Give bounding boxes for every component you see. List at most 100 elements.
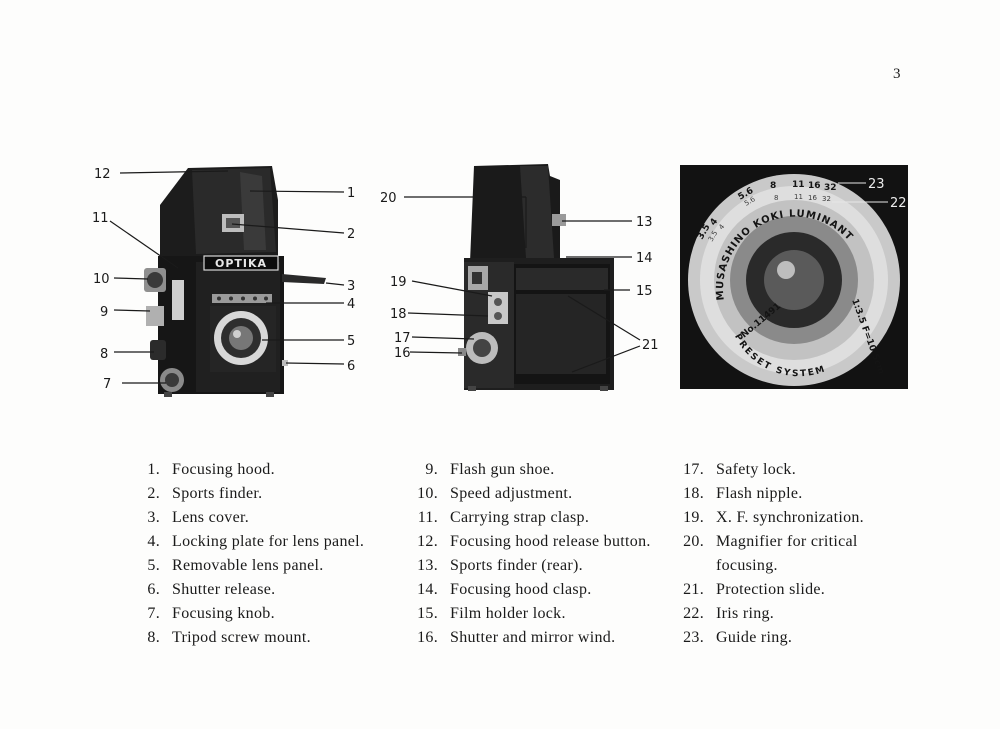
legend-item: 16. Shutter and mirror wind.: [406, 626, 666, 650]
callout-8: 8: [100, 347, 108, 362]
legend-text: Magnifier for critical focusing.: [716, 533, 858, 574]
legend-item: 7. Focusing knob.: [128, 602, 378, 626]
legend-text: Sports finder.: [172, 485, 263, 502]
callout-7: 7: [103, 377, 111, 392]
legend-text: Tripod screw mount.: [172, 629, 311, 646]
callout-23: 23: [868, 177, 885, 192]
legend-number: 11.: [417, 509, 438, 526]
legend-item: 8. Tripod screw mount.: [128, 626, 378, 650]
callout-5: 5: [347, 334, 355, 349]
scale-inner-4: 8: [774, 194, 778, 202]
legend-number: 5.: [147, 557, 160, 574]
scale-outer-6: 16: [808, 181, 821, 191]
callout-1: 1: [347, 186, 355, 201]
callout-13: 13: [636, 215, 653, 230]
scale-inner-7: 32: [822, 195, 831, 203]
figures: OPTIKA: [92, 164, 908, 397]
lens-callouts: 23 22: [868, 177, 907, 211]
legend-text: Flash gun shoe.: [450, 461, 555, 478]
legend-text: Shutter release.: [172, 581, 276, 598]
legend-number: 13.: [417, 557, 438, 574]
scale-inner-6: 16: [808, 194, 817, 202]
page-number: 3: [893, 66, 901, 82]
legend-number: 9.: [425, 461, 438, 478]
legend-column-1: 1.Focusing hood. 2. Sports finder. 3. Lens…: [128, 458, 378, 650]
scale-outer-7: 32: [824, 183, 837, 193]
legend-number: 4.: [147, 533, 160, 550]
scale-outer-2: 4: [708, 217, 720, 228]
legend-number: 12.: [417, 533, 438, 550]
legend-number: 10.: [417, 485, 438, 502]
callout-2: 2: [347, 227, 355, 242]
legend-item: 12. Focusing hood release button.: [406, 530, 666, 554]
legend-number: 14.: [417, 581, 438, 598]
legend-item: 9. Flash gun shoe.: [406, 458, 666, 482]
camera-front-figure: OPTIKA: [144, 166, 326, 397]
legend-text: Lens cover.: [172, 509, 250, 526]
legend-text: Guide ring.: [716, 629, 793, 646]
legend-item: 23. Guide ring.: [672, 626, 902, 650]
legend-item: 1.Focusing hood.: [128, 458, 378, 482]
callout-18: 18: [390, 307, 407, 322]
legend-text: Locking plate for lens panel.: [172, 533, 365, 550]
callout-3: 3: [347, 279, 355, 294]
legend-text: Sports finder (rear).: [450, 557, 583, 574]
legend-text: Focusing hood release button.: [450, 533, 651, 550]
callout-22: 22: [890, 196, 907, 211]
legend-item: 10.Speed adjustment.: [406, 482, 666, 506]
legend-item: 3. Lens cover.: [128, 506, 378, 530]
legend-text: Shutter and mirror wind.: [450, 629, 616, 646]
legend-number: 18.: [683, 485, 704, 502]
scale-inner-2: 4: [717, 222, 726, 231]
legend-number: 16.: [417, 629, 438, 646]
legend-item: 11. Carrying strap clasp.: [406, 506, 666, 530]
callout-14: 14: [636, 251, 653, 266]
camera-front-leader-lines: [109, 170, 345, 384]
legend-item: 6. Shutter release.: [128, 578, 378, 602]
legend-item: 22.Iris ring.: [672, 602, 902, 626]
legend-number: 22.: [683, 605, 704, 622]
legend-text: Focusing hood clasp.: [450, 581, 592, 598]
legend-number: 3.: [147, 509, 160, 526]
scale-inner-5: 11: [794, 193, 803, 201]
legend-item: 2. Sports finder.: [128, 482, 378, 506]
legend-item: 21. Protection slide.: [672, 578, 902, 602]
callout-10: 10: [93, 272, 110, 287]
camera-side-callouts: 20 13 14 19 15 18 17 16 21: [380, 191, 659, 361]
legend-text: Safety lock.: [716, 461, 797, 478]
legend-text: X. F. synchronization.: [716, 509, 864, 526]
lens-closeup-figure: MUSASHINO KOKI LUMINANT 1:3.5 F=10.5cm N…: [680, 165, 908, 389]
legend-text: Protection slide.: [716, 581, 826, 598]
legend-number: 6.: [147, 581, 160, 598]
scale-outer-4: 8: [770, 181, 776, 191]
callout-11: 11: [92, 211, 109, 226]
legend-number: 21.: [683, 581, 704, 598]
legend-item: 18. Flash nipple.: [672, 482, 902, 506]
legend-item: 17. Safety lock.: [672, 458, 902, 482]
legend-number: 1.: [147, 461, 160, 478]
legend-number: 23.: [683, 629, 704, 646]
legend-item: 4. Locking plate for lens panel.: [128, 530, 378, 554]
camera-front-callouts: 12 1 11 2 10 3 9 4 5 8 6 7: [92, 167, 355, 392]
legend-number: 2.: [147, 485, 160, 502]
callout-6: 6: [347, 359, 355, 374]
legend-number: 15.: [417, 605, 438, 622]
brand-label: OPTIKA: [215, 257, 267, 270]
callout-9: 9: [100, 305, 108, 320]
legend-text: Focusing knob.: [172, 605, 275, 622]
legend-item: 19.X. F. synchronization.: [672, 506, 902, 530]
camera-side-leader-lines: [404, 196, 641, 373]
lens-leader-lines: [832, 182, 888, 203]
callout-4: 4: [347, 297, 355, 312]
legend-item: 20.Magnifier for critical focusing.: [672, 530, 902, 578]
callout-12: 12: [94, 167, 111, 182]
legend-column-2: 9. Flash gun shoe. 10.Speed adjustment. 1…: [406, 458, 666, 650]
callout-19: 19: [390, 275, 407, 290]
legend-number: 7.: [147, 605, 160, 622]
legend-number: 17.: [683, 461, 704, 478]
callout-16: 16: [394, 346, 411, 361]
legend-column-3: 17. Safety lock. 18. Flash nipple. 19.X. F…: [672, 458, 902, 650]
legend-number: 8.: [147, 629, 160, 646]
legend-text: Carrying strap clasp.: [450, 509, 590, 526]
legend-text: Flash nipple.: [716, 485, 803, 502]
